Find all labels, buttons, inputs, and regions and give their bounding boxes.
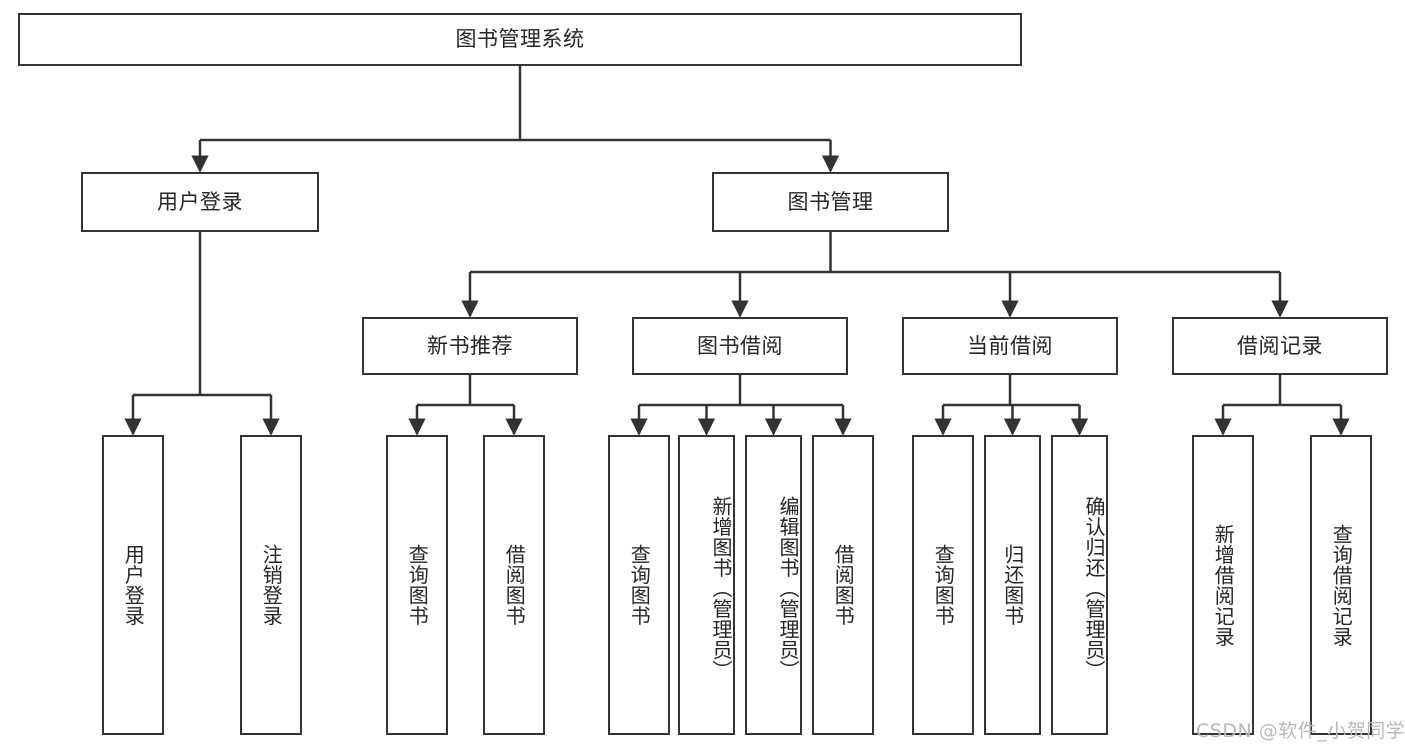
node-leaf-borrow-book-1[interactable]: 借阅图书 — [483, 435, 545, 735]
node-label: 新书推荐 — [427, 333, 513, 358]
node-leaf-query-book-2[interactable]: 查询图书 — [608, 435, 670, 735]
node-label: 图书管理系统 — [455, 27, 585, 52]
node-label: 借阅记录 — [1237, 333, 1323, 358]
node-book-borrow[interactable]: 图书借阅 — [632, 317, 848, 375]
node-leaf-add-book[interactable]: 新增图书（管理员） — [678, 435, 735, 735]
node-label: 查询借阅记录 — [1329, 523, 1354, 647]
node-label: 图书借阅 — [697, 333, 783, 358]
node-label: 注销登录 — [259, 544, 284, 626]
node-label: 图书管理 — [787, 189, 874, 214]
node-label: 查询图书 — [405, 544, 430, 626]
node-leaf-add-record[interactable]: 新增借阅记录 — [1192, 435, 1254, 735]
node-label: 借阅图书 — [502, 544, 527, 626]
node-new-book-recommend[interactable]: 新书推荐 — [362, 317, 578, 375]
node-leaf-edit-book[interactable]: 编辑图书（管理员） — [745, 435, 802, 735]
node-borrow-record[interactable]: 借阅记录 — [1172, 317, 1388, 375]
node-book-manage[interactable]: 图书管理 — [712, 172, 949, 232]
edge-layer — [124, 66, 1350, 436]
node-label: 查询图书 — [627, 544, 652, 626]
node-leaf-query-record[interactable]: 查询借阅记录 — [1310, 435, 1372, 735]
node-leaf-borrow-book-2[interactable]: 借阅图书 — [812, 435, 874, 735]
node-label: 编辑图书（管理员） — [776, 495, 800, 681]
node-leaf-logout[interactable]: 注销登录 — [240, 435, 302, 735]
node-leaf-user-login[interactable]: 用户登录 — [102, 435, 164, 735]
node-label: 新增图书（管理员） — [709, 495, 733, 681]
node-user-login[interactable]: 用户登录 — [81, 172, 319, 232]
node-current-borrow[interactable]: 当前借阅 — [902, 317, 1118, 375]
node-label: 用户登录 — [157, 189, 243, 214]
node-leaf-query-book-3[interactable]: 查询图书 — [912, 435, 974, 735]
node-leaf-query-book-1[interactable]: 查询图书 — [386, 435, 448, 735]
node-label: 用户登录 — [121, 544, 146, 626]
node-label: 借阅图书 — [831, 544, 856, 626]
node-label: 新增借阅记录 — [1211, 523, 1236, 647]
node-root[interactable]: 图书管理系统 — [18, 13, 1022, 66]
node-label: 当前借阅 — [967, 333, 1053, 358]
node-label: 确认归还（管理员） — [1082, 495, 1106, 681]
node-label: 查询图书 — [931, 544, 956, 626]
node-leaf-confirm-return[interactable]: 确认归还（管理员） — [1051, 435, 1108, 735]
node-leaf-return-book[interactable]: 归还图书 — [984, 435, 1041, 735]
csdn-watermark: CSDN @软件_小贺同学 — [1196, 720, 1405, 742]
node-label: 归还图书 — [1000, 544, 1025, 626]
